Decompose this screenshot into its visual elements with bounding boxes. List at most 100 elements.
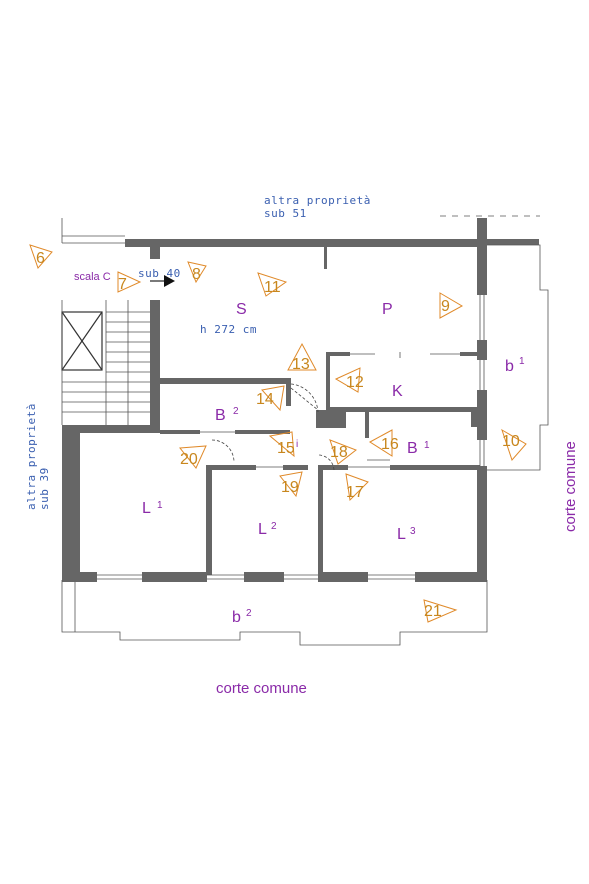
right-wall-4 xyxy=(477,466,487,581)
marker-8: 8 xyxy=(192,266,201,283)
b2-right-wall xyxy=(286,378,291,406)
scala-label: scala C xyxy=(74,271,111,283)
corte-comune-right: corte comune xyxy=(562,441,579,532)
marker-21: 21 xyxy=(424,603,442,620)
bottom-wall-3 xyxy=(244,572,284,582)
neighbour-top-line1: altra proprietà xyxy=(264,194,371,207)
b2-top-wall xyxy=(160,378,290,384)
marker-10-triangle xyxy=(501,428,527,461)
marker-17-triangle xyxy=(345,473,369,502)
bottom-wall-1 xyxy=(62,572,97,582)
door-swing-k xyxy=(290,383,319,413)
l1-l2-wall xyxy=(206,465,212,575)
room-s: S xyxy=(236,301,247,318)
sub40-label: sub 40 xyxy=(138,267,181,280)
l2-top-wall-b xyxy=(283,465,308,470)
k-top-wall-a xyxy=(326,352,350,356)
top-wall xyxy=(125,239,477,247)
b2-bottom-wall-a xyxy=(160,430,200,434)
b2-bottom-wall-b xyxy=(235,430,290,434)
b1-left-wall xyxy=(365,412,369,438)
entrance-arrow-icon xyxy=(164,275,175,287)
marker-17: 17 xyxy=(346,484,364,501)
k-left-wall xyxy=(326,352,330,410)
short-stub-wall xyxy=(324,247,327,269)
photo-markers: 6 7 8 9 10 11 12 13 14 15 i 16 17 18 19 … xyxy=(29,244,527,623)
marker-20-triangle xyxy=(179,445,207,469)
thin-lines xyxy=(61,215,549,646)
room-l1: L xyxy=(142,500,151,517)
room-b2: B xyxy=(215,407,226,424)
room-b2-balcony-sub: 2 xyxy=(246,608,252,619)
corte-comune-bottom: corte comune xyxy=(216,680,307,697)
marker-21-triangle xyxy=(423,599,458,623)
marker-15-triangle xyxy=(268,431,295,458)
room-k: K xyxy=(392,383,403,400)
door-swing-l1 xyxy=(211,439,235,463)
room-l3-sub: 3 xyxy=(410,526,416,537)
k-bottom-wall xyxy=(330,407,477,412)
marker-7: 7 xyxy=(118,276,127,293)
right-wall-1 xyxy=(477,245,487,295)
neighbour-left-line1: altra proprietà xyxy=(25,403,38,510)
marker-6-triangle xyxy=(29,244,53,269)
k-top-wall-b xyxy=(460,352,480,356)
marker-19-triangle xyxy=(279,471,303,498)
room-labels: S P K B 2 B 1 L 1 L 2 L 3 b 1 b 2 xyxy=(142,301,525,626)
room-l2: L xyxy=(258,521,267,538)
marker-6: 6 xyxy=(36,250,45,267)
marker-9: 9 xyxy=(441,298,450,315)
room-b1-balcony-sub: 1 xyxy=(519,356,525,367)
marker-13: 13 xyxy=(292,356,310,373)
walls xyxy=(62,218,539,582)
l3-top-wall-b xyxy=(390,465,480,470)
marker-8-triangle xyxy=(187,261,207,284)
room-l2-sub: 2 xyxy=(271,521,277,532)
bottom-wall-5 xyxy=(415,572,487,582)
room-p: P xyxy=(382,301,393,318)
marker-18-triangle xyxy=(329,439,358,465)
room-b2-sub: 2 xyxy=(233,406,239,417)
l3-top-wall-a xyxy=(318,465,348,470)
marker-14-triangle xyxy=(261,385,285,412)
bottom-wall-4 xyxy=(318,572,368,582)
room-b2-balcony: b xyxy=(232,609,241,626)
stair-notch xyxy=(150,247,160,255)
stair-wall xyxy=(150,300,160,428)
marker-20: 20 xyxy=(180,451,198,468)
marker-7-triangle xyxy=(117,271,142,293)
room-b1-balcony: b xyxy=(505,358,514,375)
marker-10: 10 xyxy=(502,433,520,450)
marker-11-triangle xyxy=(257,272,288,297)
marker-14: 14 xyxy=(256,391,274,408)
l2-l3-wall xyxy=(318,465,323,575)
stair-bottom-wall xyxy=(62,425,160,433)
right-wall-2 xyxy=(477,340,487,360)
neighbour-left-line2: sub 39 xyxy=(38,467,51,510)
balcony-top-wall xyxy=(487,239,539,245)
bottom-wall-2 xyxy=(142,572,207,582)
left-wall xyxy=(62,425,80,580)
marker-15-suffix: i xyxy=(296,439,298,450)
l2-top-wall-a xyxy=(206,465,256,470)
marker-18: 18 xyxy=(330,444,348,461)
right-wall-3 xyxy=(477,390,487,440)
room-l3: L xyxy=(397,526,406,543)
marker-15: 15 xyxy=(277,440,295,457)
top-right-wall xyxy=(477,218,487,248)
room-b1: B xyxy=(407,440,418,457)
marker-16: 16 xyxy=(381,436,399,453)
neighbour-top-line2: sub 51 xyxy=(264,207,307,220)
height-label: h 272 cm xyxy=(200,323,257,336)
marker-11: 11 xyxy=(264,279,281,296)
marker-19: 19 xyxy=(281,479,299,496)
marker-13-triangle xyxy=(287,342,317,371)
balcony-b2-outline xyxy=(61,580,488,646)
marker-9-triangle xyxy=(439,292,464,319)
marker-12: 12 xyxy=(346,374,364,391)
room-b1-sub: 1 xyxy=(424,440,430,451)
b1-right-stub xyxy=(471,407,477,427)
marker-12-triangle xyxy=(334,367,361,393)
balcony-b1-outline xyxy=(487,244,549,471)
